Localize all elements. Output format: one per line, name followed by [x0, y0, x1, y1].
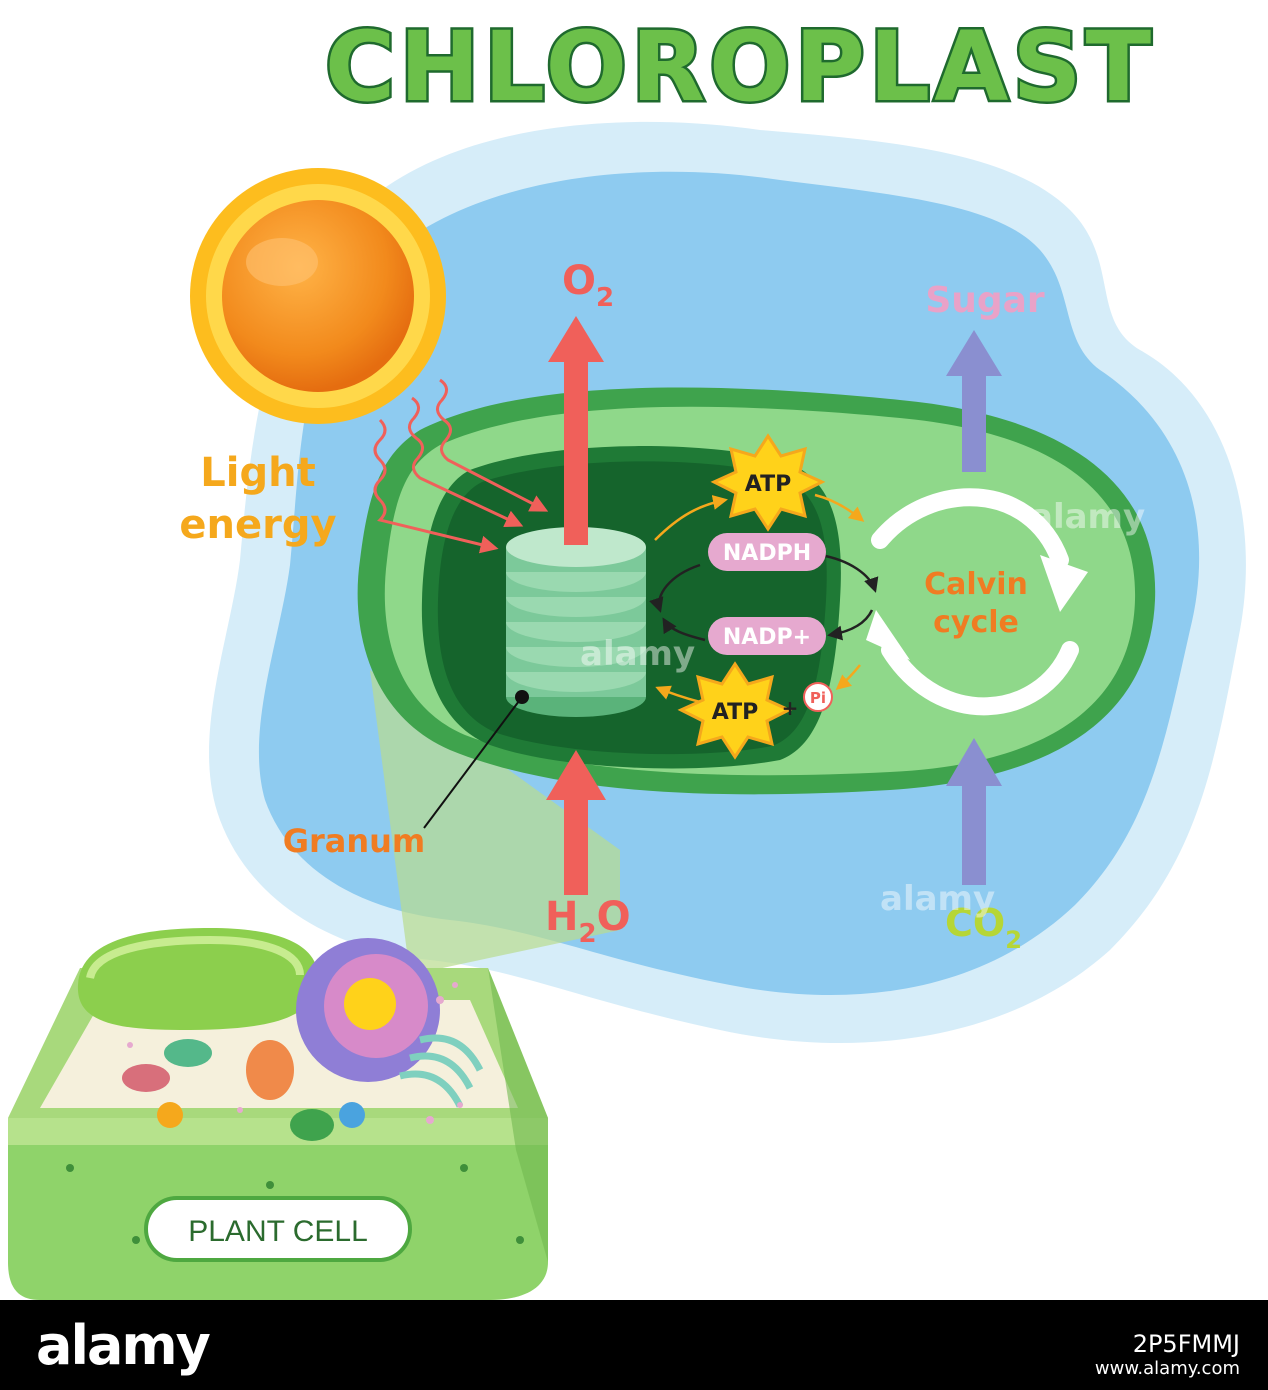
granum-stack — [506, 527, 646, 717]
calvin-arrowhead-bottom — [866, 610, 910, 660]
stock-footer: alamy 2P5FMMJ www.alamy.com — [0, 1300, 1268, 1390]
water-arrow — [546, 750, 606, 895]
plant-cell-illustration: PLANT CELL — [8, 928, 548, 1300]
watermark-text: alamy — [880, 109, 995, 149]
calvin-cycle-label-line2: cycle — [933, 605, 1019, 640]
sun-icon — [190, 168, 446, 424]
electron-cycle-arrows — [649, 553, 879, 642]
footer-image-id: 2P5FMMJ — [1132, 1330, 1240, 1358]
atp-bottom-star — [677, 661, 793, 760]
zoom-cone — [370, 670, 620, 975]
watermark-text: alamy — [1030, 497, 1145, 537]
calvin-arrowhead-top — [1040, 555, 1088, 612]
granum-label: Granum — [283, 822, 426, 860]
watermark-text: alamy — [580, 634, 695, 674]
nadp-plus-label: NADP+ — [723, 625, 811, 650]
granum-pointer — [423, 696, 523, 829]
sugar-label: Sugar — [925, 280, 1045, 321]
nadp-plus-pill — [708, 617, 826, 655]
atp-bottom-label: ATP — [712, 700, 758, 725]
atp-flow-arrows — [654, 493, 865, 704]
atp-top-label: ATP — [745, 472, 791, 497]
footer-url: www.alamy.com — [1094, 1358, 1240, 1379]
pi-circle — [803, 682, 833, 712]
oxygen-arrow — [548, 316, 604, 545]
atp-top-star — [710, 433, 826, 532]
water-label: H2O — [545, 894, 631, 949]
nadph-pill — [708, 533, 826, 571]
light-energy-label-line2: energy — [179, 502, 336, 548]
plant-cell-label-box — [144, 1196, 412, 1262]
diagram-title: CHLOROPLAST — [325, 11, 1155, 123]
carbon-dioxide-arrow — [946, 738, 1002, 885]
light-energy-label-line1: Light — [200, 450, 315, 496]
footer-logo: alamy — [36, 1314, 211, 1377]
carbon-dioxide-label: CO2 — [945, 901, 1022, 954]
granum-pointer-dot — [515, 690, 529, 704]
calvin-cycle-label-line1: Calvin — [924, 567, 1028, 602]
plant-cell-label: PLANT CELL — [188, 1215, 368, 1248]
chloroplast-diagram: CHLOROPLAST — [8, 9, 1246, 1300]
nadph-label: NADPH — [723, 541, 811, 566]
calvin-cycle-arrows — [871, 488, 1079, 716]
watermark-text: alamy — [880, 879, 995, 919]
sugar-arrow — [946, 330, 1002, 472]
light-rays — [373, 378, 549, 554]
pi-label: Pi — [810, 689, 826, 707]
plus-sign: + — [782, 696, 799, 720]
oxygen-label: O2 — [562, 258, 614, 313]
